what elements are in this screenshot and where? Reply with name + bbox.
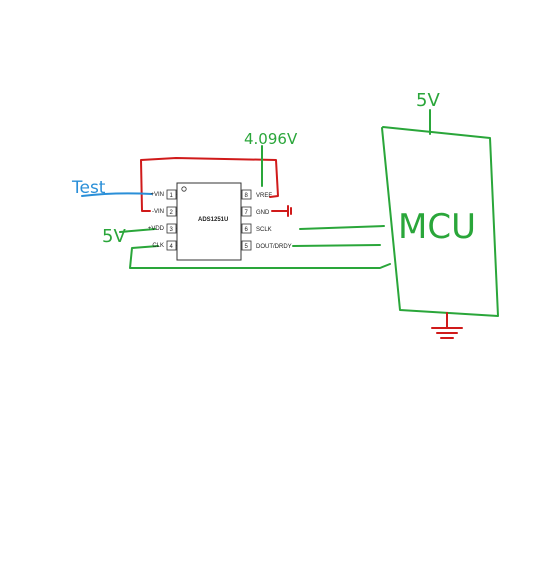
- ads1251u-chip: ADS1251U 1 +VIN 2 -VIN 3 +VDD 4 CLK: [148, 182, 292, 261]
- mcu-ground-symbol: [431, 312, 463, 339]
- svg-text:+VIN: +VIN: [150, 192, 164, 198]
- mcu-label: MCU: [398, 207, 476, 247]
- svg-text:GND: GND: [256, 210, 270, 216]
- svg-text:4: 4: [170, 244, 174, 250]
- pin-3: 3 +VDD: [148, 223, 177, 234]
- svg-text:DOUT/DRDY: DOUT/DRDY: [256, 244, 292, 250]
- svg-text:1: 1: [170, 193, 174, 199]
- svg-text:+VDD: +VDD: [148, 226, 165, 232]
- svg-text:SCLK: SCLK: [256, 227, 272, 233]
- svg-text:CLK: CLK: [152, 243, 164, 249]
- pin-4: 4 CLK: [152, 240, 177, 251]
- pin1-marker: [181, 186, 187, 192]
- sclk-wire: [299, 225, 385, 230]
- chip-part-number: ADS1251U: [198, 217, 228, 223]
- gnd-symbol-small: [287, 205, 292, 217]
- red-wire-loop: [140, 157, 279, 212]
- test-label: Test: [71, 178, 106, 198]
- pin-7: 7 GND: [241, 206, 270, 217]
- vref-value-label: 4.096V: [244, 130, 298, 148]
- pin-5: 5 DOUT/DRDY: [241, 240, 292, 251]
- vdd-wire: [119, 228, 156, 233]
- pin-8: 8 VREF: [241, 189, 272, 200]
- svg-text:-VIN: -VIN: [152, 209, 164, 215]
- svg-text:2: 2: [170, 210, 174, 216]
- svg-text:7: 7: [245, 210, 249, 216]
- pin-6: 6 SCLK: [241, 223, 272, 234]
- clk-wire: [129, 245, 391, 269]
- svg-text:5: 5: [245, 244, 249, 250]
- svg-text:6: 6: [245, 227, 249, 233]
- mcu-outline: [381, 126, 499, 317]
- blue-test-wire: [81, 192, 153, 197]
- vdd-supply-label: 5V: [102, 226, 126, 247]
- mcu-supply-label: 5V: [416, 90, 440, 111]
- svg-text:VREF: VREF: [256, 193, 272, 199]
- svg-text:8: 8: [245, 193, 249, 199]
- dout-wire: [292, 244, 381, 247]
- pin-2: 2 -VIN: [152, 206, 177, 217]
- svg-text:3: 3: [170, 227, 174, 233]
- pin-1: 1 +VIN: [150, 189, 177, 200]
